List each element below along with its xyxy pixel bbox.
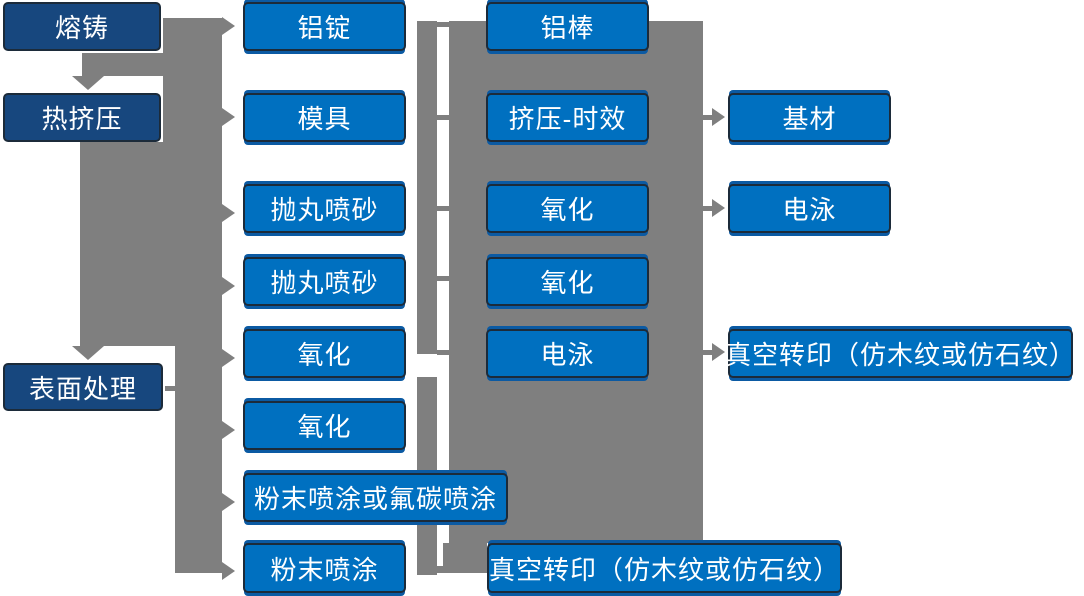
arrow-to-shot-blasting-2 xyxy=(222,277,235,295)
node-melting-casting: 熔铸 xyxy=(3,2,161,51)
tie-row4 xyxy=(437,276,449,281)
connector-main-trunk-foot xyxy=(443,543,487,573)
connector-collector-upper xyxy=(417,21,437,354)
arrow-to-aluminum-ingot xyxy=(222,17,235,35)
arrow-to-oxidation-2 xyxy=(222,421,235,439)
tie-row2 xyxy=(437,115,449,120)
arrow-to-mold xyxy=(222,108,235,126)
node-oxidation-3: 氧化 xyxy=(486,184,649,233)
node-oxidation-1: 氧化 xyxy=(243,329,406,378)
node-shot-blasting-2: 抛丸喷砂 xyxy=(243,257,406,306)
arrow-to-oxidation-1 xyxy=(222,349,235,367)
arrow-melting-to-hot-extrusion xyxy=(72,76,104,90)
arrow-to-shot-blasting-1 xyxy=(222,204,235,222)
connector-melting-elbow xyxy=(82,53,163,76)
node-powder-coating: 粉末喷涂 xyxy=(243,543,406,593)
node-base-material: 基材 xyxy=(728,93,891,142)
node-vacuum-transfer-print-2: 真空转印（仿木纹或仿石纹） xyxy=(725,329,1075,378)
arrow-to-electrophoresis-2 xyxy=(712,199,725,217)
connector-stage-trunk-main xyxy=(80,142,222,346)
tie-row3 xyxy=(437,206,449,211)
node-surface-treatment: 表面处理 xyxy=(3,363,163,411)
stem-to-base-material xyxy=(703,115,712,120)
stem-to-vacuum-transfer-print-2 xyxy=(703,350,712,355)
node-extrusion-aging: 挤压-时效 xyxy=(486,93,649,142)
connector-surface-treatment-tie xyxy=(165,386,175,391)
node-aluminum-rod: 铝棒 xyxy=(486,2,649,51)
node-electrophoresis-1: 电泳 xyxy=(486,329,649,378)
node-mold: 模具 xyxy=(243,93,406,142)
arrow-to-base-material xyxy=(712,108,725,126)
connector-collector-lower-tie xyxy=(417,566,449,573)
node-aluminum-ingot: 铝锭 xyxy=(243,2,406,51)
arrow-to-vacuum-transfer-print-2 xyxy=(712,343,725,361)
node-powder-or-fluorocarbon-coating: 粉末喷涂或氟碳喷涂 xyxy=(243,473,508,522)
tie-row5 xyxy=(437,350,449,355)
node-oxidation-4: 氧化 xyxy=(486,257,649,306)
node-hot-extrusion: 热挤压 xyxy=(3,93,161,142)
stem-to-electrophoresis-2 xyxy=(703,206,712,211)
arrow-to-surface-treatment xyxy=(72,346,104,360)
connector-stage-trunk-lower xyxy=(175,346,222,573)
node-vacuum-transfer-print-1: 真空转印（仿木纹或仿石纹） xyxy=(487,543,842,593)
node-shot-blasting-1: 抛丸喷砂 xyxy=(243,184,406,233)
node-electrophoresis-2: 电泳 xyxy=(728,184,891,233)
arrow-to-powder-coating xyxy=(222,562,235,580)
arrow-to-powder-or-fluorocarbon-coating xyxy=(222,493,235,511)
tie-row1 xyxy=(437,22,449,27)
node-oxidation-2: 氧化 xyxy=(243,401,406,450)
